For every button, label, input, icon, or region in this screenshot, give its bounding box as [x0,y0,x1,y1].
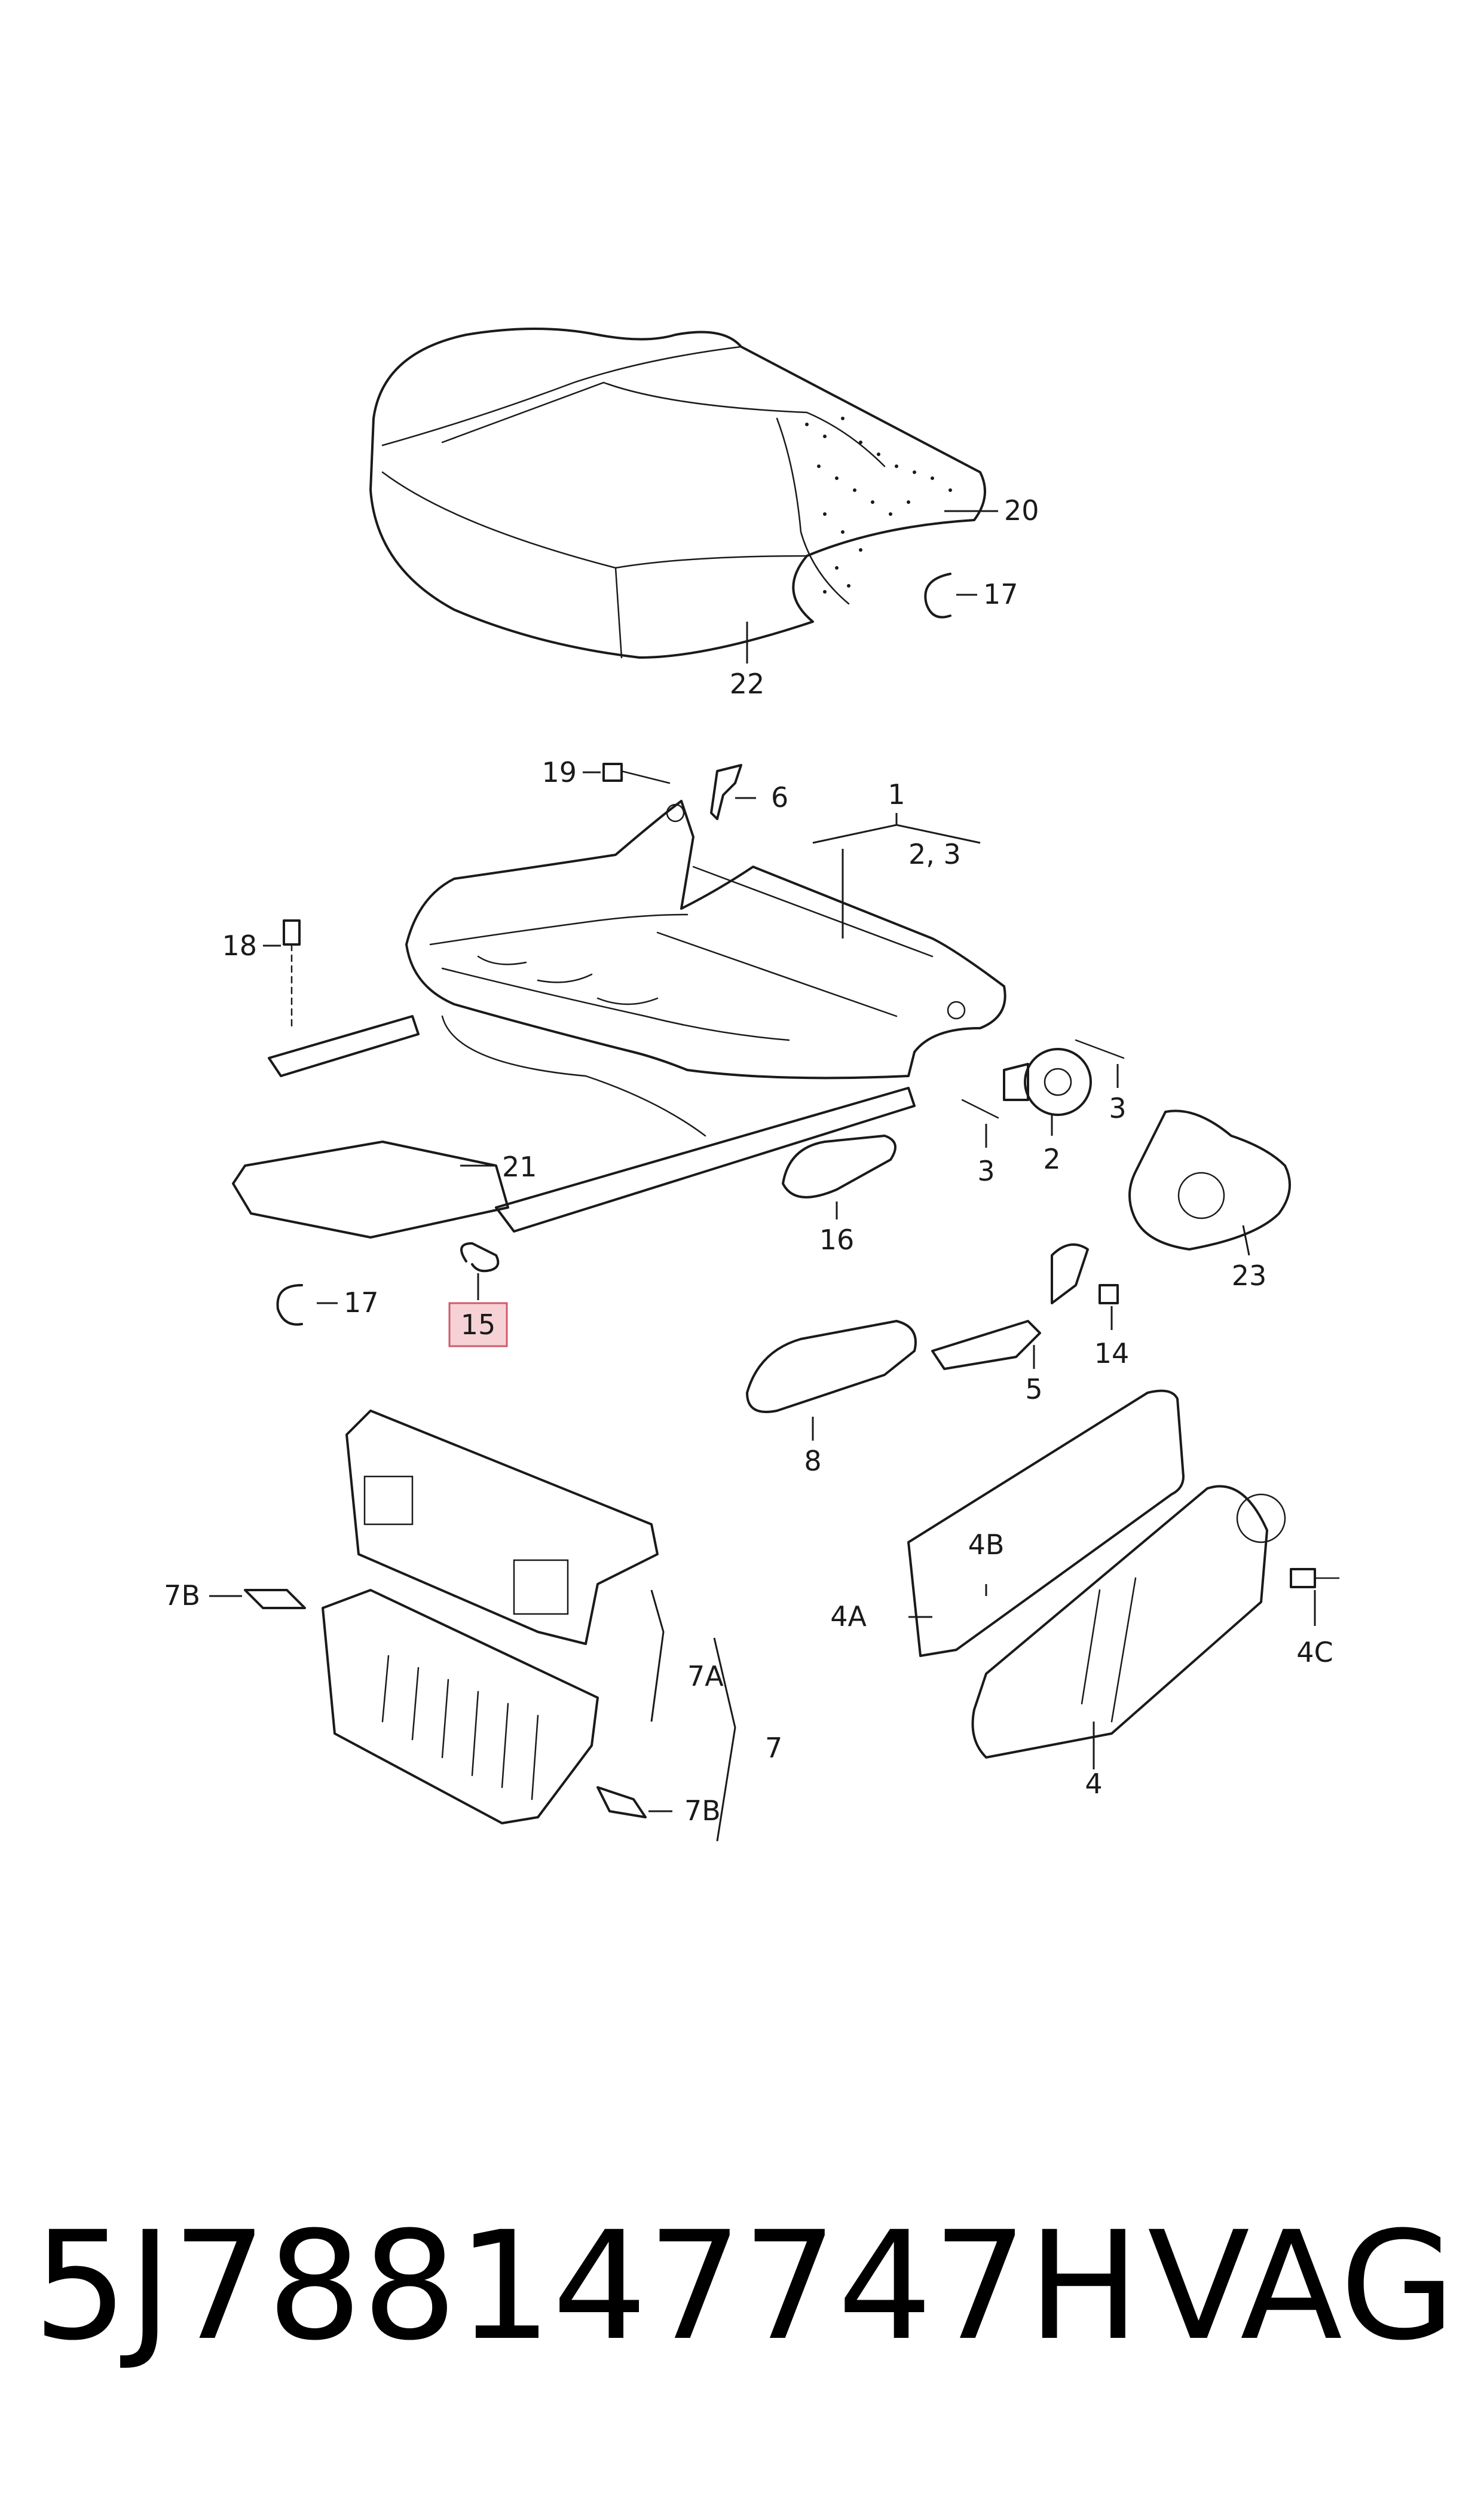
callout-19: 19 [541,756,577,788]
callout-4c: 4C [1296,1636,1333,1668]
callout-7: 7 [765,1732,782,1764]
callout-8: 8 [804,1445,821,1477]
callout-17-bottom: 17 [344,1286,379,1319]
plate-21 [232,1141,509,1239]
bolt-18 [283,919,301,1029]
callout-1: 1 [888,778,905,811]
callout-6: 6 [771,781,788,814]
callout-22: 22 [730,668,765,700]
callout-20: 20 [1004,494,1039,527]
seat-frame-part [268,800,1006,1233]
trim-panel-4 [907,1389,1286,1759]
part-6 [710,764,742,820]
callout-4b: 4B [968,1528,1005,1561]
seat-cushion-part [369,328,986,659]
callout-18: 18 [222,930,257,962]
handle-8 [746,1320,917,1413]
callout-16: 16 [819,1224,855,1256]
mesh-dots-pattern [805,417,952,594]
clip-17-bottom [276,1284,303,1326]
callout-14: 14 [1094,1337,1130,1369]
callout-5: 5 [1025,1373,1042,1405]
storage-tray-7 [322,1410,659,1824]
callout-15-highlight [448,1302,508,1347]
callout-2: 2 [1043,1143,1060,1175]
callout-7b-left: 7B [164,1579,200,1612]
handle-16 [782,1135,896,1199]
screw-4c [1290,1568,1340,1588]
brand-text: VAG [1148,2199,1456,2373]
callout-labels: 1 2, 3 2 3 3 4 4A 4B 4C 5 6 7 7A 7B 7B 8… [164,494,1333,1827]
callout-2-3: 2, 3 [908,838,961,870]
callout-3-left: 3 [977,1155,995,1187]
bracket-7b-right [596,1786,647,1818]
bolt-19 [602,763,671,784]
motor-2 [1003,1048,1092,1116]
callout-4: 4 [1085,1768,1102,1800]
callout-4a: 4A [830,1600,867,1633]
clip-15 [460,1242,500,1273]
callout-3-right: 3 [1109,1092,1126,1124]
screw-3-right [1075,1039,1125,1059]
callout-21: 21 [502,1151,537,1183]
clip-17-top [924,573,951,619]
callout-17-top: 17 [983,578,1018,610]
callout-7b-right: 7B [684,1794,721,1827]
part-number-text: 5J788147747H [33,2199,1140,2373]
callout-23: 23 [1232,1259,1267,1292]
screw-3-left [961,1099,999,1119]
bracket-5-head [1051,1243,1089,1304]
cover-23 [1128,1109,1291,1251]
callout-7a: 7A [687,1660,724,1692]
bolt-14 [1099,1284,1119,1304]
callout-15: 15 [461,1309,496,1341]
bracket-5 [931,1320,1041,1370]
bracket-7b-left [244,1589,306,1609]
